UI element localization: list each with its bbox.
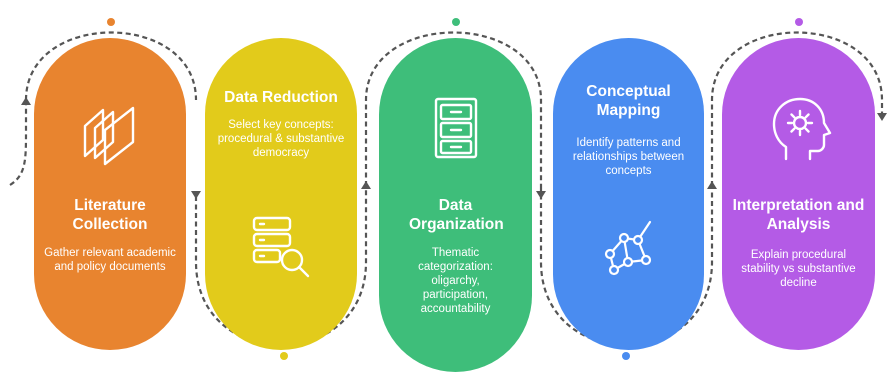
connector-dot-orange (107, 18, 115, 26)
stage-description: Thematic categorization: oligarchy, part… (418, 247, 493, 315)
stage-description: Gather relevant academic and policy docu… (44, 247, 176, 273)
arrow-down-icon (877, 113, 887, 121)
stage-data-reduction: Data Reduction Select key concepts: proc… (205, 38, 357, 350)
connector-dot-blue (622, 352, 630, 360)
arrow-down-icon (536, 191, 546, 199)
connector-arc-top-1 (24, 31, 198, 101)
stage-title: Literature Collection (72, 197, 148, 233)
connector-arc-bottom-2 (539, 186, 714, 347)
head-gear-icon (764, 93, 834, 165)
stage-description: Identify patterns and relationships betw… (572, 137, 685, 177)
arrow-up-icon (21, 97, 31, 105)
stage-data-organization: Data Organization Thematic categorizatio… (379, 38, 532, 372)
stage-literature-collection: Literature Collection Gather relevant ac… (34, 38, 186, 350)
stage-title: Data Organization (409, 197, 504, 233)
stage-description: Explain procedural stability vs substant… (741, 249, 856, 289)
stage-title: Conceptual Mapping (586, 83, 671, 119)
network-graph-icon (594, 210, 664, 280)
connector-dot-green (452, 18, 460, 26)
arrow-up-icon (707, 181, 717, 189)
connector-entry (9, 100, 28, 186)
documents-icon (75, 96, 145, 166)
stage-interpretation-analysis: Interpretation and Analysis Explain proc… (722, 38, 875, 350)
database-search-icon (246, 210, 316, 280)
connector-arc-top-2 (364, 31, 543, 186)
stage-title: Interpretation and Analysis (732, 197, 865, 233)
stage-conceptual-mapping: Conceptual Mapping Identify patterns and… (553, 38, 704, 350)
stage-description: Select key concepts: procedural & substa… (217, 119, 345, 159)
file-cabinet-icon (426, 93, 486, 165)
arrow-down-icon (191, 191, 201, 199)
connector-dot-purple (795, 18, 803, 26)
connector-arc-top-3 (710, 31, 884, 186)
connector-dot-yellow (280, 352, 288, 360)
stage-title: Data Reduction (224, 89, 338, 106)
arrow-up-icon (361, 181, 371, 189)
